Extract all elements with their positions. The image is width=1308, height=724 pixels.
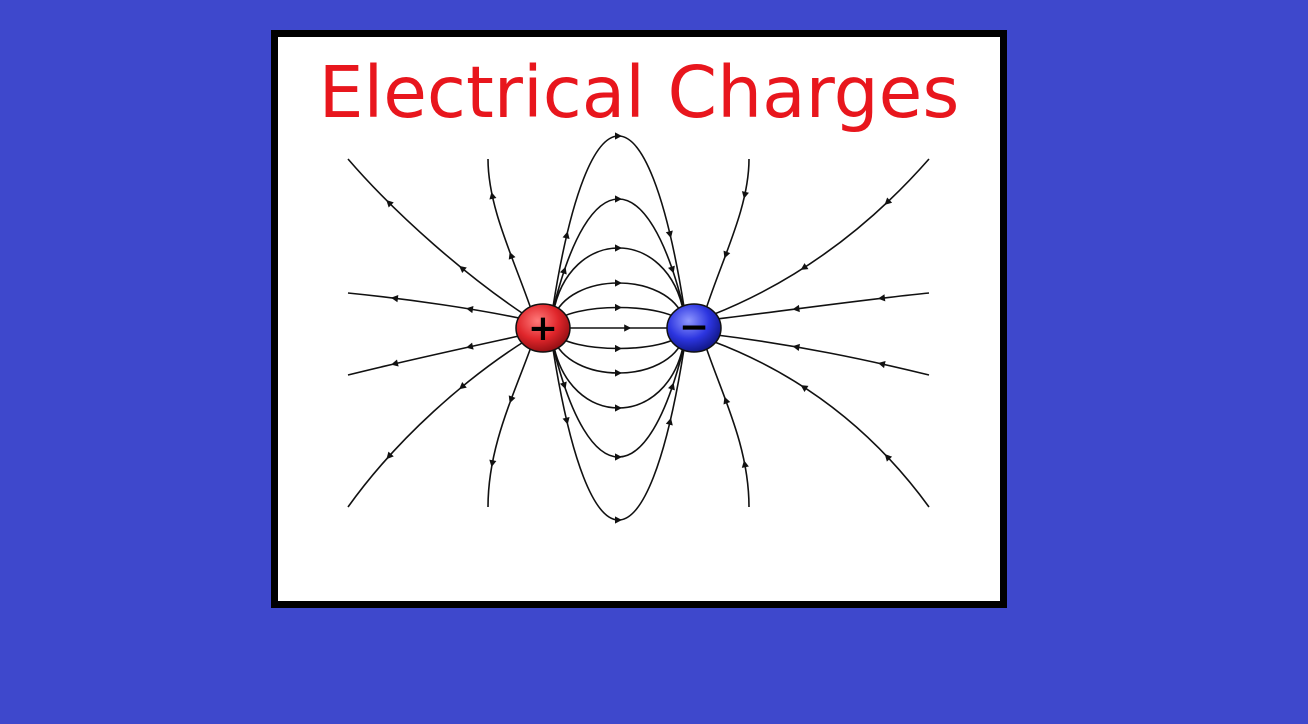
- field-lines: [347, 135, 930, 521]
- outward-field-line-6: [487, 346, 532, 508]
- connecting-field-line-11-arrow-3: [665, 417, 673, 426]
- connecting-field-line-3-arrow-1: [615, 344, 622, 353]
- inward-field-line-3-arrow-2: [800, 263, 809, 270]
- negative-charge: −: [666, 303, 722, 353]
- connecting-field-line-8-arrow-1: [559, 266, 567, 275]
- outward-field-line-3-arrow-2: [386, 200, 394, 208]
- field-arrows: [386, 132, 893, 524]
- outward-field-line-4: [347, 340, 526, 508]
- connecting-field-line-9: [552, 345, 685, 458]
- inward-field-line-4-arrow-2: [800, 385, 809, 392]
- inward-field-line-4: [711, 340, 930, 508]
- connecting-field-line-6-arrow-1: [615, 244, 622, 252]
- positive-symbol: +: [528, 308, 558, 349]
- inward-field-line-2: [708, 333, 930, 376]
- connecting-field-line-9-arrow-2: [615, 453, 622, 461]
- outward-field-line-3-arrow-1: [459, 265, 467, 274]
- connecting-field-line-5-arrow-1: [615, 369, 622, 377]
- inward-field-line-1: [708, 292, 930, 321]
- inward-field-line-6: [705, 346, 750, 508]
- connecting-field-line-6: [552, 247, 685, 315]
- connecting-field-line-4-arrow-1: [615, 279, 622, 287]
- outward-field-line-4-arrow-1: [459, 382, 467, 390]
- connecting-field-line-8-arrow-3: [668, 265, 675, 274]
- connecting-field-line-9-arrow-1: [559, 381, 567, 390]
- inward-field-line-3-arrow-1: [884, 197, 893, 205]
- inward-field-line-6-arrow-1: [741, 460, 749, 468]
- outward-field-line-2: [347, 333, 529, 376]
- outward-field-line-6-arrow-1: [508, 395, 516, 404]
- inward-field-line-5-arrow-1: [741, 191, 749, 199]
- outward-field-line-6-arrow-2: [489, 459, 497, 468]
- inward-field-line-5: [705, 158, 750, 310]
- inward-field-line-1-arrow-1: [877, 294, 886, 302]
- diagram-title: Electrical Charges: [318, 51, 960, 134]
- inward-field-line-1-arrow-2: [792, 304, 800, 313]
- outward-field-line-1-arrow-1: [465, 305, 474, 314]
- connecting-field-line-10-arrow-3: [665, 230, 673, 239]
- connecting-field-line-7: [552, 341, 685, 409]
- inward-field-line-5-arrow-2: [723, 250, 731, 259]
- outward-field-line-4-arrow-2: [386, 451, 394, 460]
- negative-symbol: −: [679, 307, 709, 348]
- connecting-field-line-9-arrow-3: [668, 382, 675, 391]
- outward-field-line-1: [347, 292, 529, 321]
- connecting-field-line-11-arrow-1: [562, 416, 570, 425]
- outward-field-line-5: [487, 158, 532, 310]
- connecting-field-line-3: [552, 331, 685, 350]
- outward-field-line-2-arrow-1: [466, 342, 474, 350]
- connecting-field-line-8-arrow-2: [615, 195, 622, 203]
- outward-field-line-5-arrow-2: [489, 191, 497, 200]
- connecting-field-line-1-arrow-1: [624, 324, 632, 332]
- inward-field-line-6-arrow-2: [723, 396, 731, 405]
- connecting-field-line-10-arrow-1: [562, 231, 570, 240]
- connecting-field-line-7-arrow-1: [615, 404, 622, 412]
- diagram-card: Electrical Charges + −: [271, 30, 1007, 608]
- outward-field-line-3: [347, 158, 526, 316]
- inward-field-line-3: [711, 158, 930, 316]
- inward-field-line-2-arrow-2: [792, 343, 800, 351]
- connecting-field-line-11-arrow-2: [615, 516, 622, 524]
- inward-field-line-4-arrow-1: [884, 454, 893, 462]
- connecting-field-line-10-arrow-2: [615, 132, 622, 140]
- connecting-field-line-8: [552, 198, 685, 311]
- positive-charge: +: [515, 303, 571, 353]
- outward-field-line-1-arrow-2: [390, 295, 399, 303]
- outward-field-line-5-arrow-1: [508, 251, 516, 260]
- connecting-field-line-2: [552, 306, 685, 325]
- electric-field-diagram: + −: [347, 132, 930, 524]
- inward-field-line-2-arrow-1: [877, 361, 886, 369]
- connecting-field-line-2-arrow-1: [615, 303, 622, 312]
- outward-field-line-2-arrow-2: [390, 359, 399, 367]
